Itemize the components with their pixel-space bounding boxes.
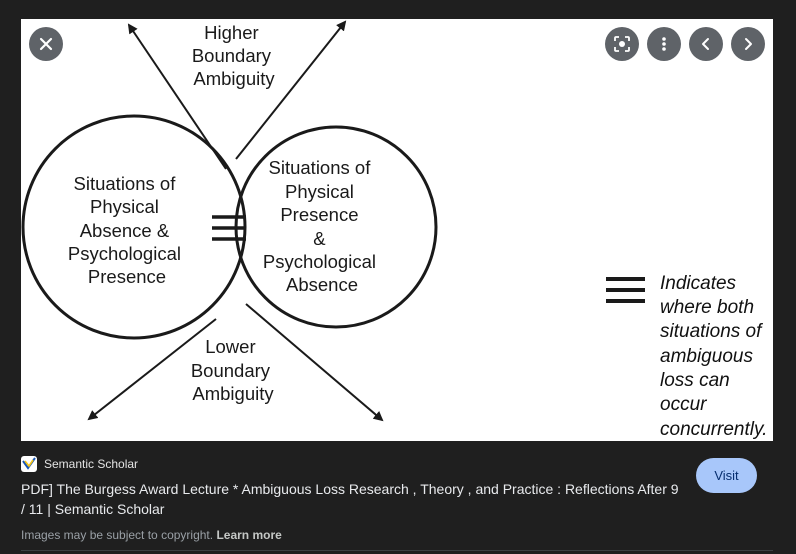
semantic-scholar-favicon [21, 456, 37, 472]
legend-line: where both [660, 297, 754, 318]
top-label-line: Boundary [192, 45, 272, 66]
legend-line: Indicates [660, 273, 737, 294]
left-circle-line: Presence [88, 266, 166, 287]
left-circle-line: Situations of [74, 173, 177, 194]
copyright-text: Images may be subject to copyright. [21, 528, 214, 542]
search-inside-image-button[interactable] [605, 27, 639, 61]
semantic-scholar-logo-icon [22, 457, 36, 470]
result-image: Higher Boundary Ambiguity Lower Boundary… [21, 19, 773, 441]
divider [21, 550, 773, 551]
right-circle-line: Physical [285, 181, 354, 202]
top-label: Higher Boundary Ambiguity [192, 22, 276, 89]
right-circle-line: Presence [280, 204, 358, 225]
learn-more-link[interactable]: Learn more [216, 528, 282, 542]
right-circle-line: Psychological [263, 251, 376, 272]
bottom-label-line: Lower [205, 336, 255, 357]
source-name[interactable]: Semantic Scholar [44, 457, 139, 471]
legend-line: loss can [660, 370, 730, 391]
top-label-line: Ambiguity [193, 68, 275, 89]
arrow-up-right [235, 20, 347, 160]
more-vert-icon [662, 37, 666, 51]
next-image-button[interactable] [731, 27, 765, 61]
right-circle-line: & [313, 228, 326, 249]
arrow-down-right [245, 303, 384, 422]
result-title-link[interactable]: PDF] The Burgess Award Lecture * Ambiguo… [21, 481, 679, 517]
legend-text: Indicates where both situations of ambig… [660, 273, 767, 440]
left-circle-line: Psychological [68, 243, 181, 264]
copyright-notice: Images may be subject to copyright. Lear… [21, 528, 282, 542]
lens-icon [614, 36, 630, 52]
legend-line: occur [660, 394, 707, 415]
left-circle-label: Situations of Physical Absence & Psychol… [68, 173, 186, 287]
left-circle-line: Physical [90, 196, 159, 217]
source-row[interactable]: Semantic Scholar [21, 455, 138, 473]
ambiguous-loss-diagram: Higher Boundary Ambiguity Lower Boundary… [21, 20, 767, 440]
visit-button[interactable]: Visit [696, 458, 757, 493]
legend-line: situations of [660, 321, 763, 342]
overlap-equivalence-symbol [212, 215, 246, 241]
legend-symbol [606, 277, 645, 303]
top-label-line: Higher [204, 22, 259, 43]
chevron-right-icon [745, 38, 752, 50]
more-options-button[interactable] [647, 27, 681, 61]
right-circle-line: Situations of [269, 157, 372, 178]
chevron-left-icon [702, 38, 709, 50]
right-circle-line: Absence [286, 274, 358, 295]
legend-line: ambiguous [660, 346, 753, 367]
legend-line: concurrently. [660, 419, 767, 440]
bottom-label: Lower Boundary Ambiguity [191, 336, 275, 404]
arrow-down-left [87, 318, 217, 421]
left-circle-line: Absence & [80, 220, 170, 241]
previous-image-button[interactable] [689, 27, 723, 61]
bottom-label-line: Ambiguity [192, 383, 274, 404]
bottom-label-line: Boundary [191, 360, 271, 381]
right-circle-label: Situations of Physical Presence & Psycho… [263, 157, 381, 295]
close-icon [39, 37, 53, 51]
close-button[interactable] [29, 27, 63, 61]
